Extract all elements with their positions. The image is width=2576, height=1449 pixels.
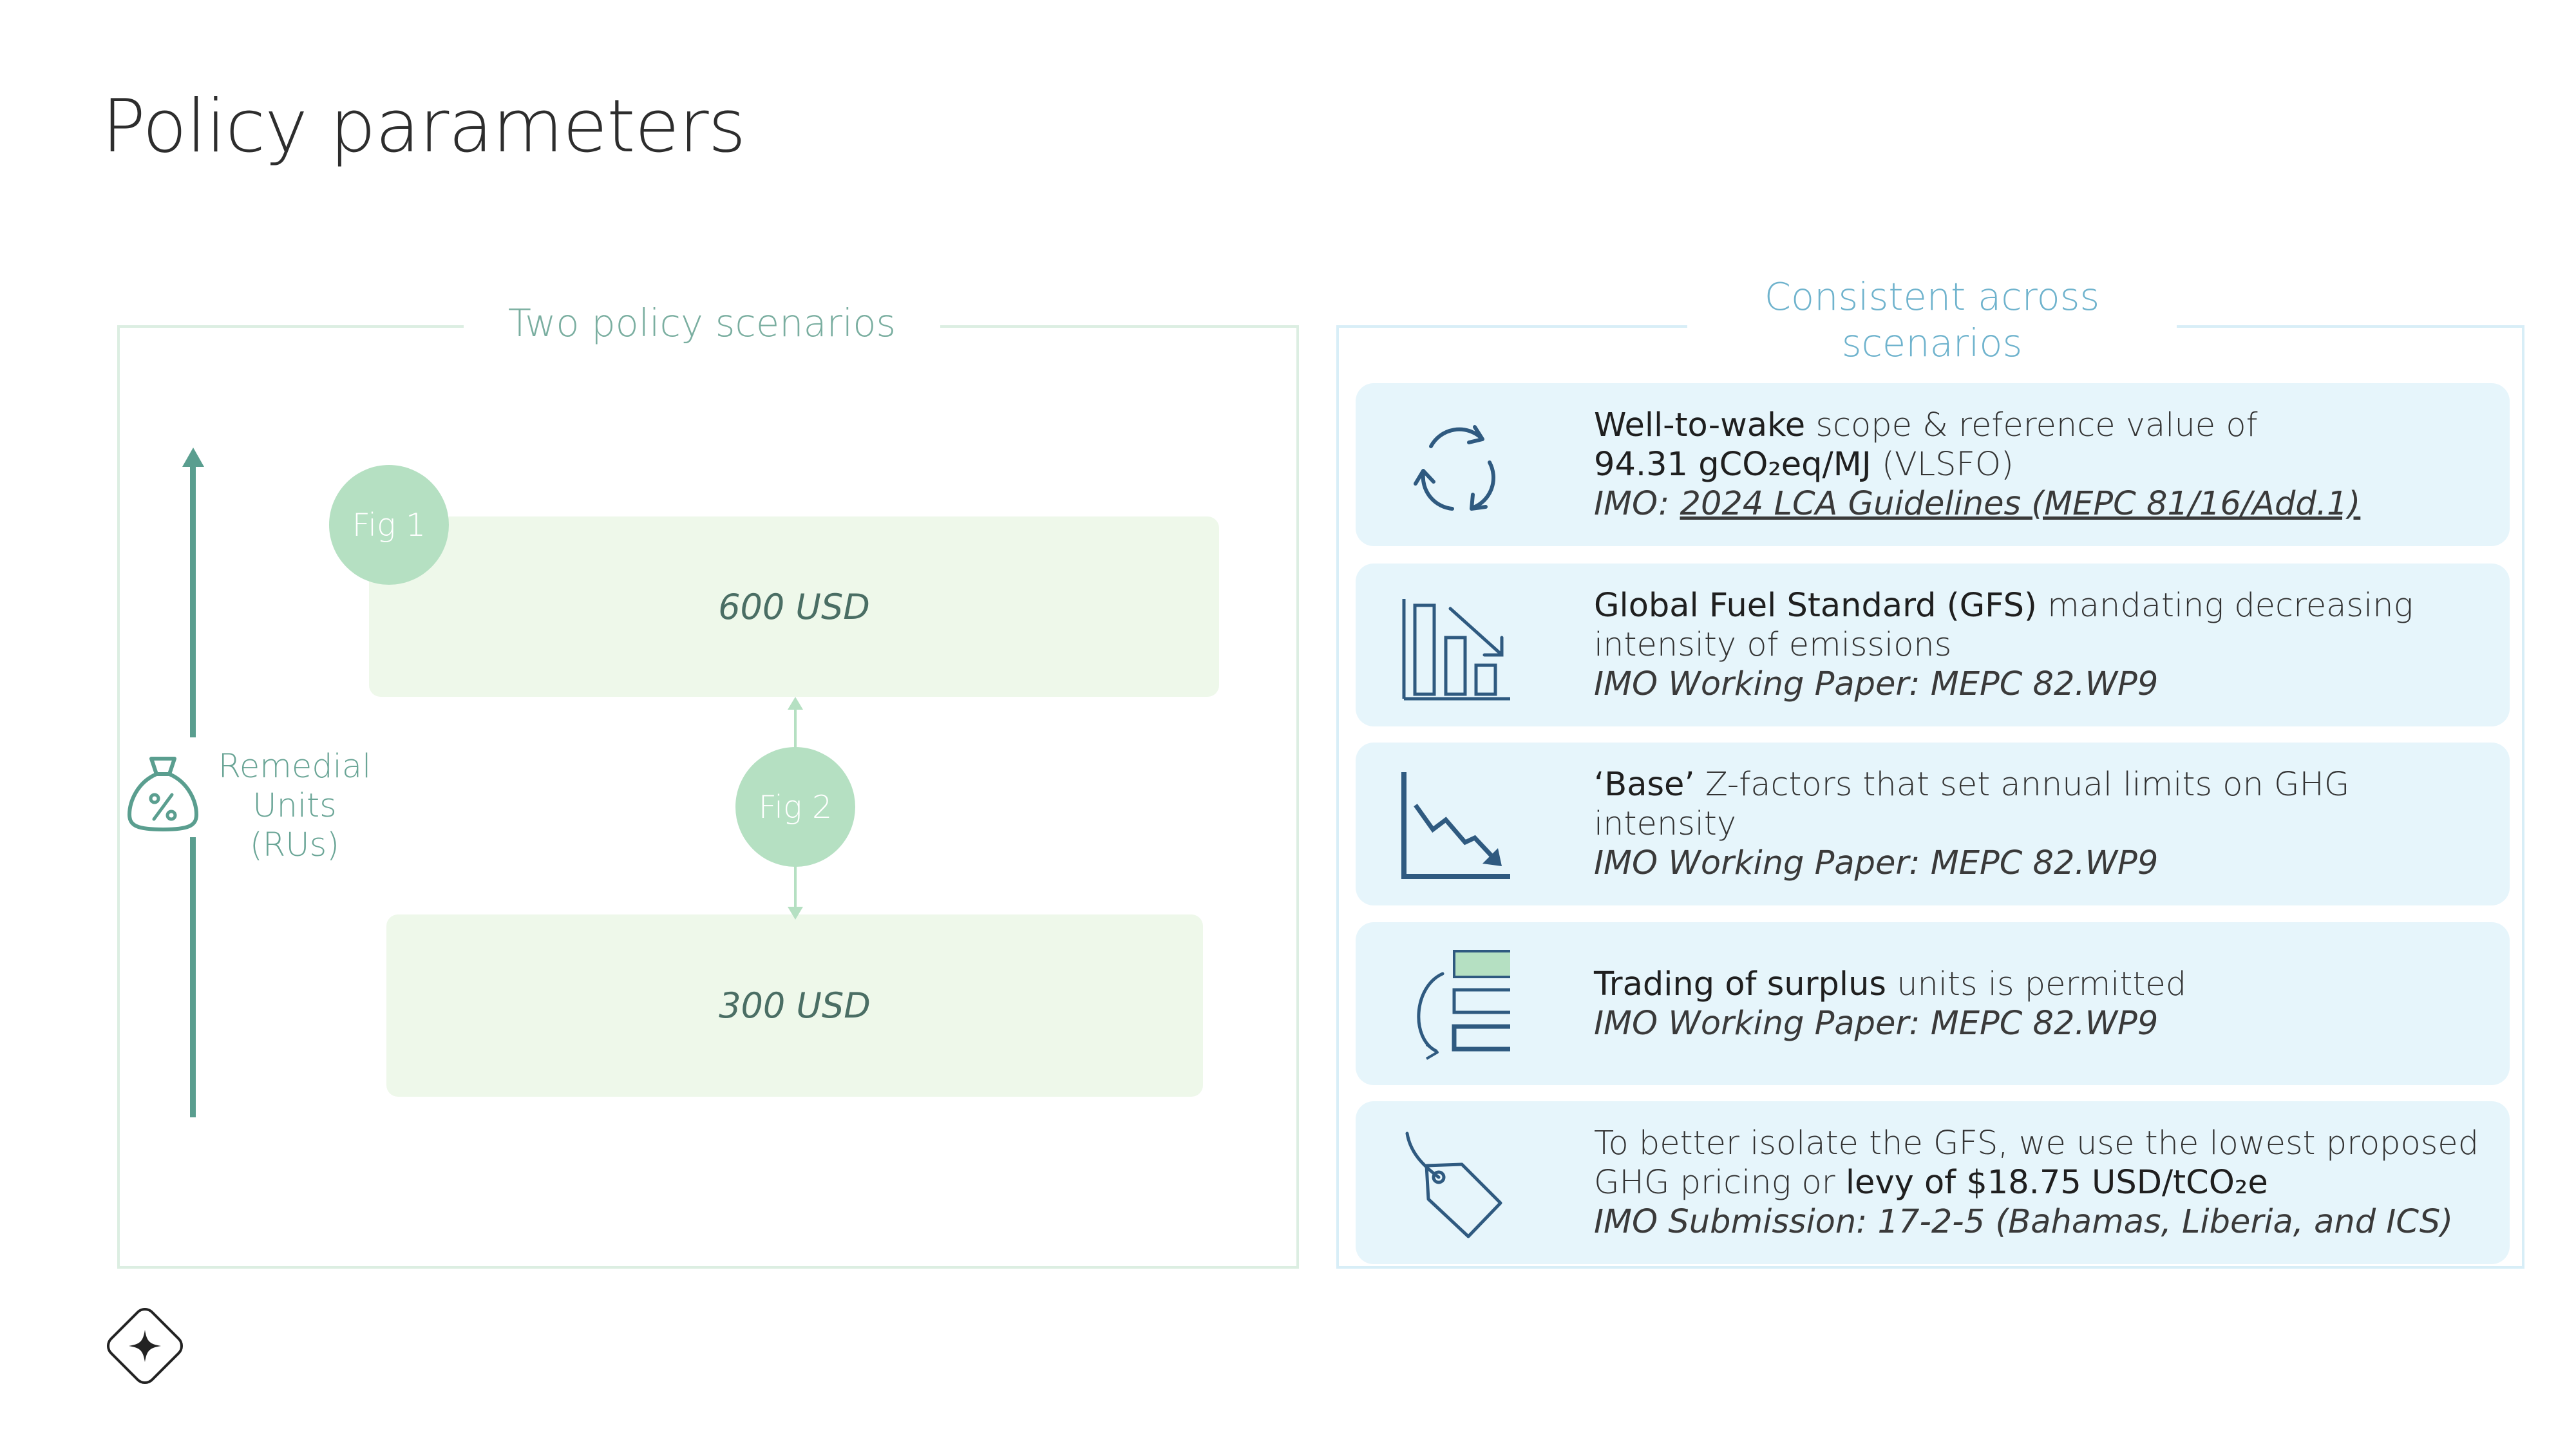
card-trading-surplus: Trading of surplus units is permitted IM… xyxy=(1356,922,2510,1085)
axis-line-upper xyxy=(190,464,196,737)
card-body-2: (VLSFO) xyxy=(1871,446,2014,484)
card-line1: To better isolate the GFS, we use the lo… xyxy=(1594,1124,2496,1202)
money-bag-icon xyxy=(128,757,198,831)
page-title: Policy parameters xyxy=(102,84,746,169)
card-highlight: Global Fuel Standard (GFS) xyxy=(1594,587,2037,625)
axis-label: Remedial Units (RUs) xyxy=(213,747,377,865)
card-highlight: Well-to-wake xyxy=(1594,406,1806,444)
fig2-label: Fig 2 xyxy=(758,788,833,826)
card-source: IMO Working Paper: MEPC 82.WP9 xyxy=(1594,844,2159,882)
card-source: IMO Working Paper: MEPC 82.WP9 xyxy=(1594,665,2159,703)
axis-label-line1: Remedial xyxy=(218,748,372,786)
card-body: Z-factors that set annual limits on GHG … xyxy=(1594,766,2350,843)
right-heading-line2: scenarios xyxy=(1841,321,2023,365)
card-well-to-wake: Well-to-wake scope & reference value of … xyxy=(1356,383,2510,546)
card-ghg-levy: To better isolate the GFS, we use the lo… xyxy=(1356,1101,2510,1264)
card-text: ‘Base’ Z-factors that set annual limits … xyxy=(1594,743,2496,905)
card-source: IMO: 2024 LCA Guidelines (MEPC 81/16/Add… xyxy=(1594,484,2496,524)
fig1-badge: Fig 1 xyxy=(329,465,449,585)
price-box-300: 300 USD xyxy=(386,914,1203,1097)
axis-label-line2: Units (RUs) xyxy=(249,787,340,864)
sparkle-diamond-icon xyxy=(106,1307,184,1385)
card-body: scope & reference value of xyxy=(1805,406,2258,444)
card-highlight: ‘Base’ xyxy=(1594,766,1695,804)
price-box-600: 600 USD xyxy=(369,516,1219,697)
right-heading-line1: Consistent across xyxy=(1764,274,2100,319)
card-line2: 94.31 gCO₂eq/MJ (VLSFO) xyxy=(1594,445,2496,484)
card-text: Well-to-wake scope & reference value of … xyxy=(1594,383,2496,546)
price-tag-icon xyxy=(1405,1132,1502,1238)
card-text: Trading of surplus units is permitted IM… xyxy=(1594,922,2496,1085)
card-body: To better isolate the GFS, we use the lo… xyxy=(1594,1124,2479,1202)
card-global-fuel-standard: Global Fuel Standard (GFS) mandating dec… xyxy=(1356,564,2510,726)
card-source: IMO Working Paper: MEPC 82.WP9 xyxy=(1594,1004,2159,1043)
card-base-z-factors: ‘Base’ Z-factors that set annual limits … xyxy=(1356,743,2510,905)
card-highlight: Trading of surplus xyxy=(1594,965,1886,1003)
card-line1: ‘Base’ Z-factors that set annual limits … xyxy=(1594,765,2496,844)
card-text: Global Fuel Standard (GFS) mandating dec… xyxy=(1594,564,2496,726)
cycle-arrows-icon xyxy=(1414,425,1495,511)
card-source: IMO Submission: 17-2-5 (Bahamas, Liberia… xyxy=(1594,1203,2454,1241)
price-label-600: 600 USD xyxy=(718,586,870,627)
card-line1: Trading of surplus units is permitted xyxy=(1594,965,2496,1004)
axis-line-lower xyxy=(190,837,196,1117)
card-line1: Well-to-wake scope & reference value of xyxy=(1594,406,2496,445)
card-body: mandating decreasing intensity of emissi… xyxy=(1594,587,2414,664)
decreasing-bars-icon xyxy=(1402,599,1510,701)
fig1-label: Fig 1 xyxy=(352,506,426,544)
card-reference-value: 94.31 gCO₂eq/MJ xyxy=(1594,446,1871,484)
price-label-300: 300 USD xyxy=(719,985,871,1026)
left-panel-heading: Two policy scenarios xyxy=(464,298,940,349)
downtrend-chart-icon xyxy=(1401,772,1510,879)
right-panel-heading: Consistent across scenarios xyxy=(1687,274,2177,370)
card-body: units is permitted xyxy=(1886,965,2187,1003)
card-text: To better isolate the GFS, we use the lo… xyxy=(1594,1101,2496,1264)
card-highlight: levy of $18.75 USD/tCO₂e xyxy=(1845,1164,2268,1202)
fig2-badge: Fig 2 xyxy=(735,747,855,867)
card-line1: Global Fuel Standard (GFS) mandating dec… xyxy=(1594,586,2496,665)
card-source-prefix: IMO: xyxy=(1594,485,1680,523)
transfer-stack-icon xyxy=(1417,950,1510,1060)
card-source-link[interactable]: 2024 LCA Guidelines (MEPC 81/16/Add.1) xyxy=(1680,485,2361,523)
